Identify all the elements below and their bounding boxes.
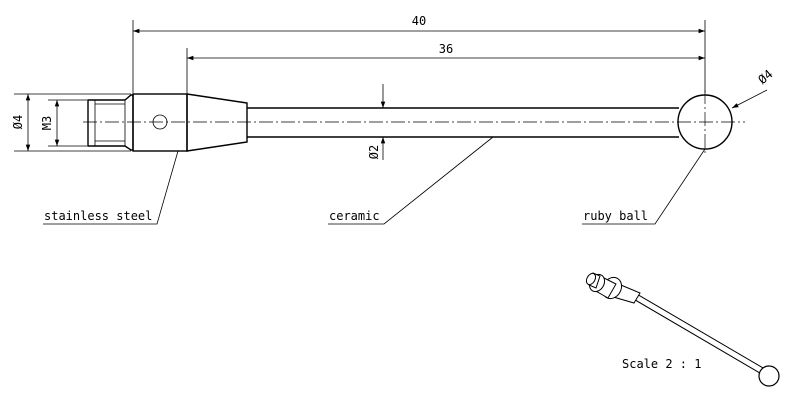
label-stainless-steel: stainless steel (44, 209, 152, 223)
isometric-view (585, 272, 780, 387)
dimension-lines (14, 20, 768, 160)
iso-ruby-ball (758, 365, 780, 387)
dim-overall-length: 40 (412, 14, 426, 28)
dim-shaft-length: 36 (439, 42, 453, 56)
dim-thread-diameter: Ø4 (11, 115, 25, 129)
dim-thread-size: M3 (40, 116, 54, 130)
dim-ball-diameter: Ø4 (755, 67, 775, 87)
leader-lines (43, 136, 706, 225)
label-ruby-ball: ruby ball (583, 209, 648, 223)
stylus-side-view (83, 90, 745, 155)
ceramic-stem (247, 107, 679, 138)
steel-cone (186, 93, 248, 152)
dim-stem-diameter: Ø2 (367, 145, 381, 159)
scale-label: Scale 2 : 1 (622, 357, 701, 371)
steel-body (132, 93, 188, 152)
label-ceramic: ceramic (329, 209, 380, 223)
